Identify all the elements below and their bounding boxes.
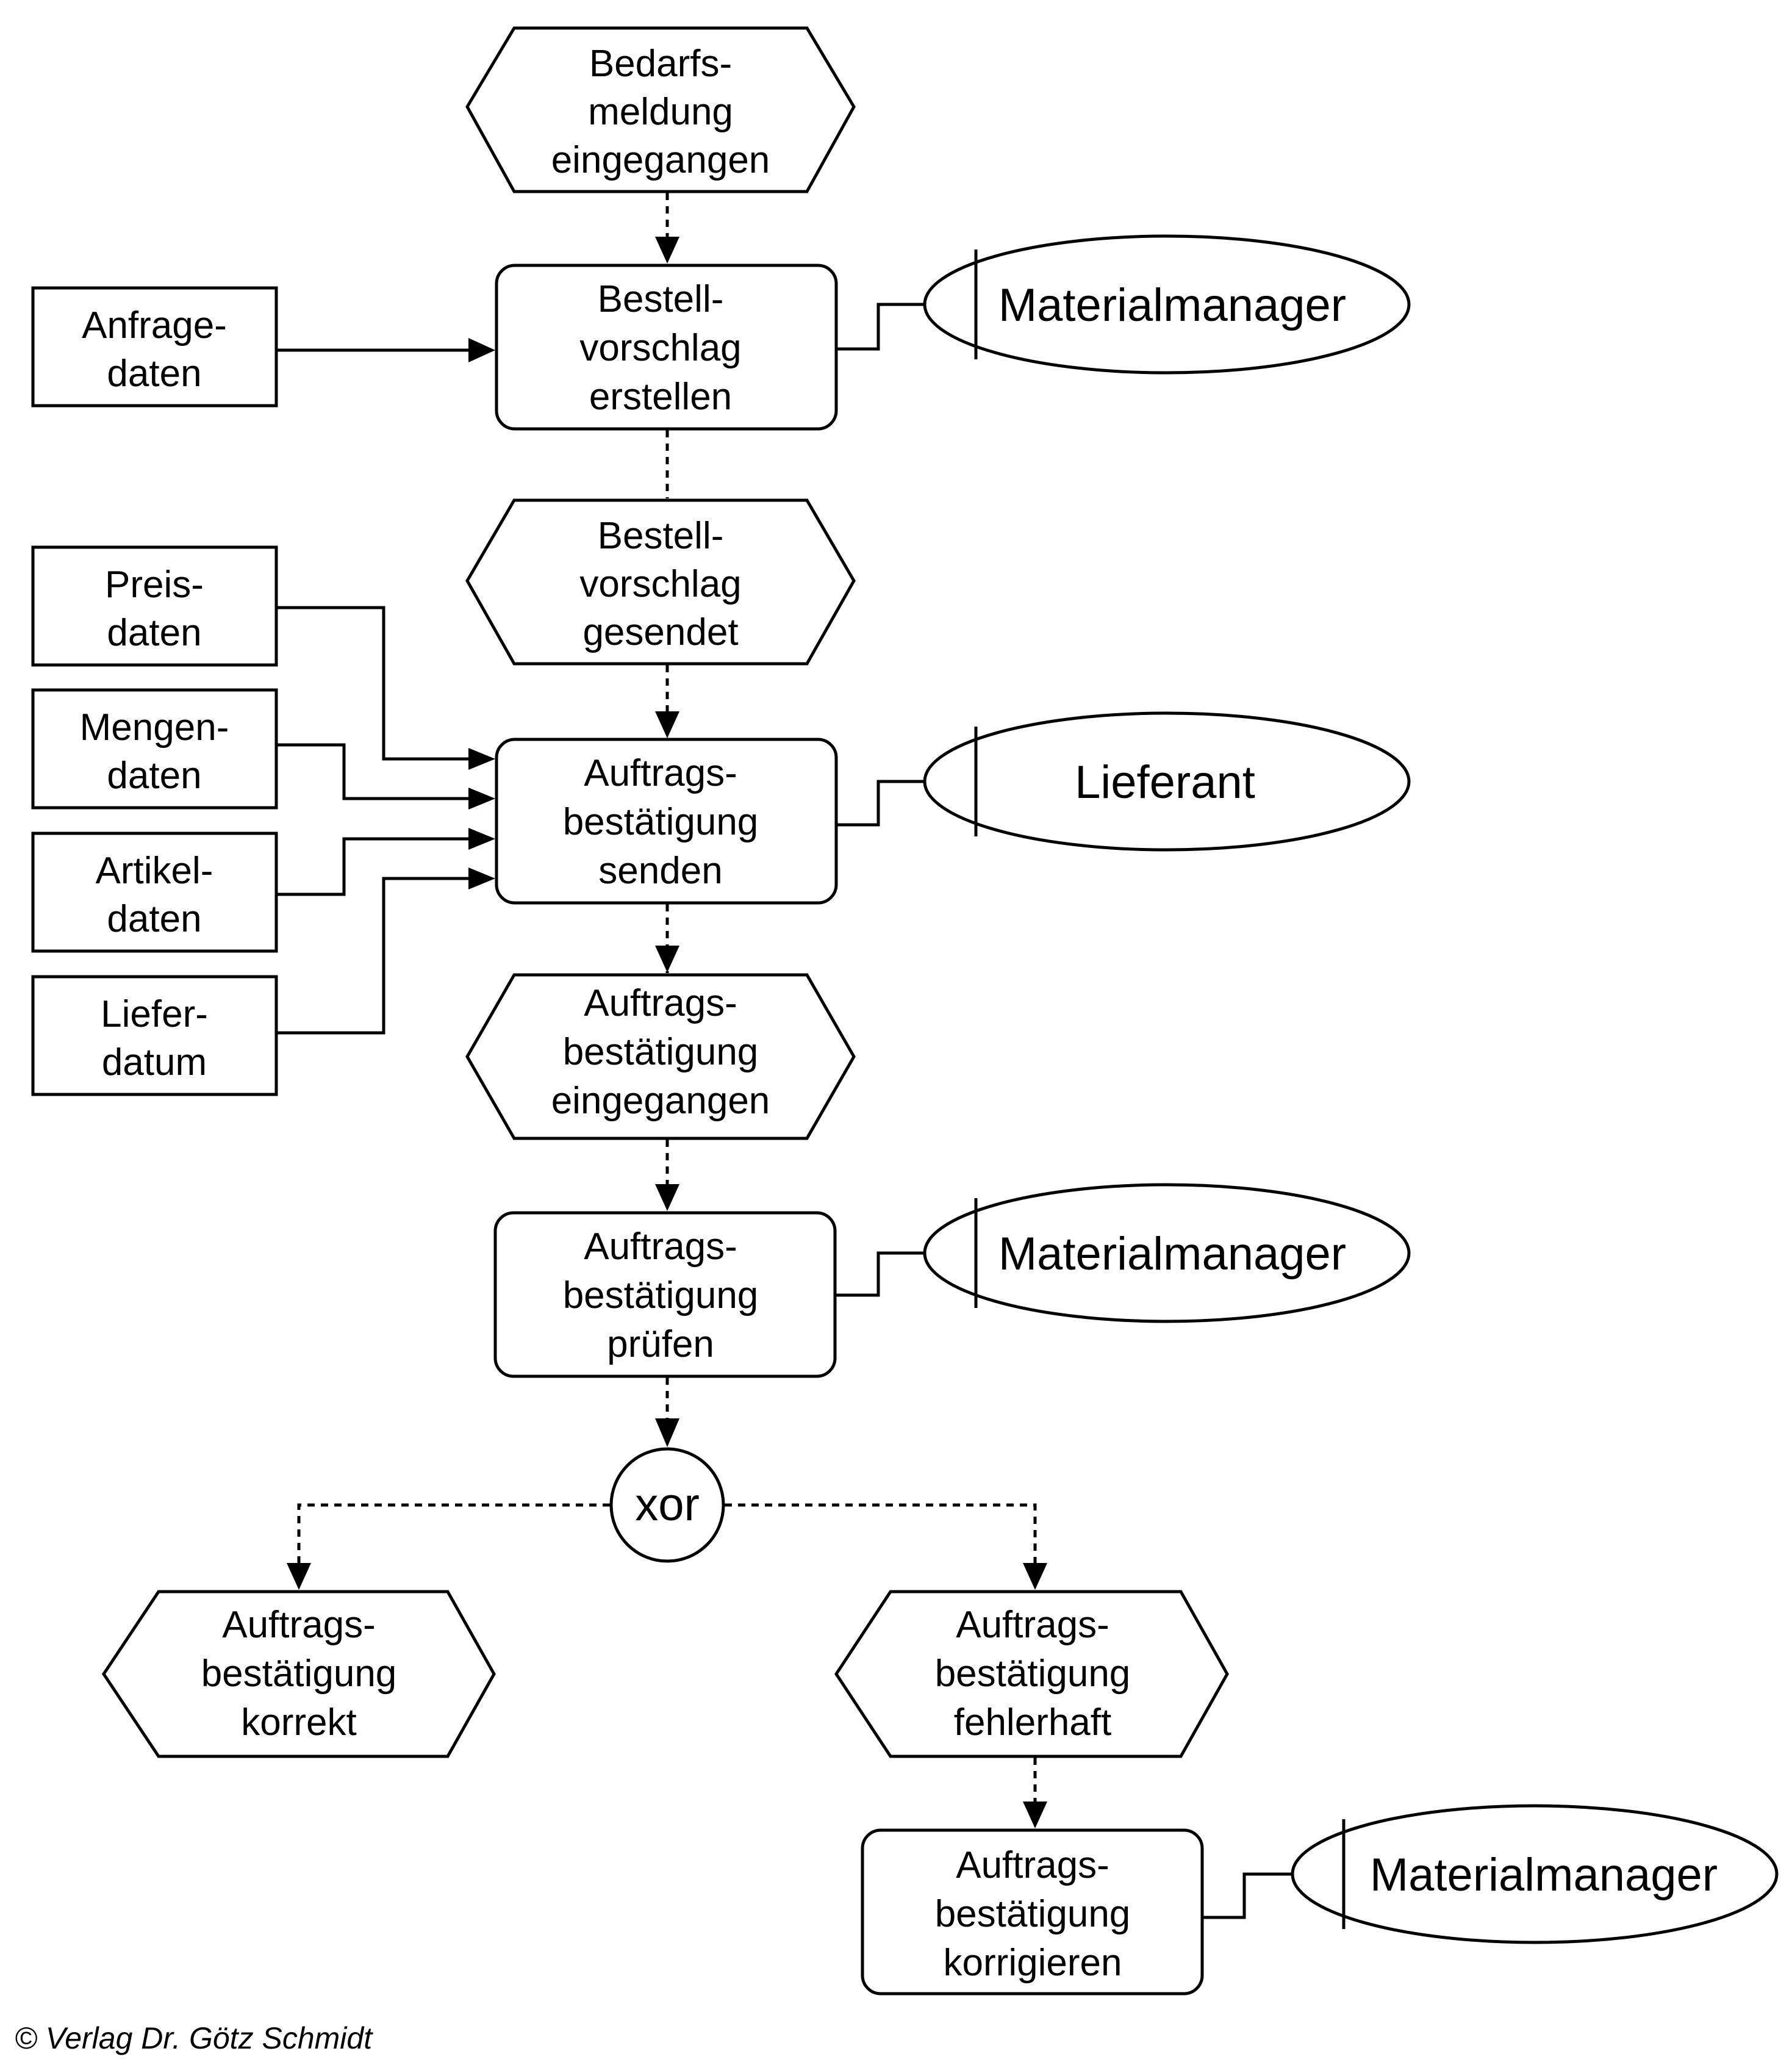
event-line: eingegangen: [551, 1080, 770, 1122]
event-line: fehlerhaft: [954, 1701, 1112, 1744]
event-line: bestätigung: [563, 1031, 759, 1073]
data-line: daten: [107, 353, 201, 395]
data-line: Artikel-: [96, 850, 213, 892]
role-label: Materialmanager: [998, 279, 1346, 331]
event-auftragsbestaetigung-korrekt: Auftrags- bestätigung korrekt: [101, 1590, 496, 1758]
function-auftragsbestaetigung-korrigieren: Auftrags- bestätigung korrigieren: [861, 1828, 1204, 1996]
role-label: Materialmanager: [998, 1228, 1346, 1280]
function-line: korrigieren: [944, 1942, 1122, 1984]
event-line: vorschlag: [579, 563, 741, 605]
data-line: datum: [102, 1041, 207, 1083]
event-line: Auftrags-: [222, 1604, 376, 1646]
role-label: Lieferant: [1075, 756, 1255, 808]
function-auftragsbestaetigung-pruefen: Auftrags- bestätigung prüfen: [493, 1211, 837, 1378]
event-line: korrekt: [241, 1701, 356, 1744]
function-bestellvorschlag-erstellen: Bestell- vorschlag erstellen: [495, 264, 838, 431]
event-line: Auftrags-: [584, 982, 737, 1024]
event-line: Auftrags-: [956, 1604, 1109, 1646]
function-line: Auftrags-: [584, 1226, 737, 1268]
data-line: Liefer-: [101, 993, 208, 1035]
function-line: Auftrags-: [584, 752, 737, 794]
event-line: meldung: [588, 91, 733, 133]
data-line: Anfrage-: [82, 304, 227, 347]
event-line: eingegangen: [551, 139, 770, 181]
data-lieferdatum: Liefer- datum: [31, 975, 278, 1096]
event-line: Bestell-: [598, 515, 724, 557]
event-line: bestätigung: [201, 1653, 397, 1695]
function-line: senden: [598, 850, 722, 892]
role-materialmanager-1: Materialmanager: [923, 234, 1411, 375]
data-line: daten: [107, 612, 201, 654]
data-preisdaten: Preis- daten: [31, 545, 278, 667]
information-flow: [278, 303, 1291, 1919]
function-line: Bestell-: [598, 278, 724, 320]
event-line: bestätigung: [935, 1653, 1131, 1695]
data-artikeldaten: Artikel- daten: [31, 832, 278, 953]
role-lieferant: Lieferant: [923, 711, 1411, 852]
function-line: bestätigung: [563, 1274, 759, 1317]
function-line: Auftrags-: [956, 1844, 1109, 1886]
event-line: gesendet: [582, 611, 738, 653]
function-line: bestätigung: [563, 801, 759, 843]
function-line: erstellen: [589, 376, 732, 418]
function-line: bestätigung: [935, 1893, 1131, 1935]
event-bedarfsmeldung-eingegangen: Bedarfs- meldung eingegangen: [465, 26, 856, 193]
data-line: Mengen-: [80, 706, 229, 749]
event-auftragsbestaetigung-fehlerhaft: Auftrags- bestätigung fehlerhaft: [834, 1590, 1229, 1758]
xor-label: xor: [635, 1479, 700, 1531]
event-bestellvorschlag-gesendet: Bestell- vorschlag gesendet: [465, 498, 856, 666]
xor-connector: xor: [609, 1447, 725, 1563]
function-line: prüfen: [607, 1323, 714, 1365]
data-mengendaten: Mengen- daten: [31, 688, 278, 810]
role-materialmanager-3: Materialmanager: [1291, 1804, 1779, 1944]
data-line: daten: [107, 755, 201, 797]
function-line: vorschlag: [579, 327, 741, 369]
role-label: Materialmanager: [1370, 1849, 1718, 1901]
data-line: daten: [107, 898, 201, 940]
function-auftragsbestaetigung-senden: Auftrags- bestätigung senden: [495, 738, 838, 905]
role-materialmanager-2: Materialmanager: [923, 1183, 1411, 1323]
data-line: Preis-: [105, 564, 204, 606]
copyright-notice: © Verlag Dr. Götz Schmidt: [15, 2021, 373, 2055]
control-flow: [287, 193, 1047, 1828]
data-anfragedaten: Anfrage- daten: [31, 286, 278, 408]
event-line: Bedarfs-: [589, 43, 732, 85]
event-auftragsbestaetigung-eingegangen: Auftrags- bestätigung eingegangen: [465, 973, 856, 1140]
